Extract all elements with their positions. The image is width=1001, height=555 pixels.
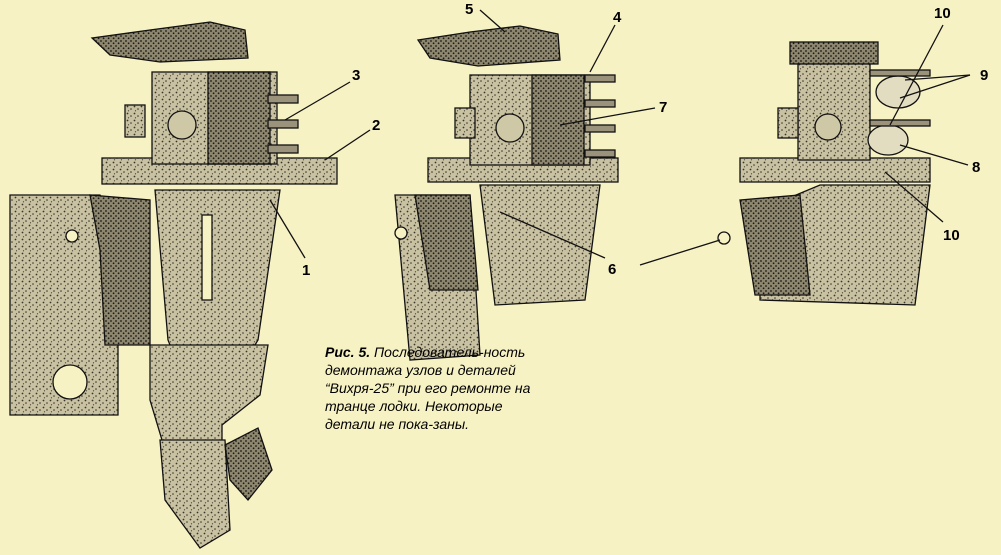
leader-lines [269, 9, 971, 266]
skeg [159, 439, 231, 549]
callout-7: 7 [659, 99, 667, 116]
callout-8: 8 [972, 159, 980, 176]
flywheel-top [789, 41, 879, 65]
carburetor [495, 113, 525, 143]
clamp-bracket [414, 194, 479, 291]
callout-labels: 1 2 3 4 5 6 7 8 9 10 10 [302, 1, 988, 279]
clamp-screw [717, 231, 731, 245]
callout-10-top: 10 [934, 5, 951, 22]
callout-2: 2 [372, 117, 380, 134]
caption-text: Последователь-ность демонтажа узлов и де… [325, 344, 531, 432]
carburetor [814, 113, 842, 141]
cylinder-block [207, 71, 271, 165]
callout-4: 4 [613, 9, 622, 26]
carburetor [167, 110, 197, 140]
mounting-plate [739, 157, 931, 183]
clamp-screw [65, 229, 79, 243]
callout-3: 3 [352, 67, 360, 84]
engine-partial [394, 25, 619, 361]
figure-caption: Рис. 5. Последователь-ность демонтажа уз… [325, 343, 540, 433]
clamp-bracket [739, 194, 811, 296]
transom-hole [52, 364, 88, 400]
engine-full [9, 21, 338, 549]
callout-1: 1 [302, 262, 310, 279]
clamp-bracket [89, 194, 151, 346]
propeller [224, 427, 273, 502]
piston-lower [867, 124, 909, 156]
flywheel-cover [416, 25, 561, 67]
callout-10-bottom: 10 [943, 227, 960, 244]
cylinder-block [531, 74, 585, 166]
callout-5: 5 [465, 1, 473, 18]
callout-9: 9 [980, 67, 988, 84]
engine-disassembled [717, 41, 931, 306]
caption-label: Рис. 5. [325, 344, 371, 360]
callout-6: 6 [608, 261, 616, 278]
shaft-housing [479, 184, 601, 306]
clamp-screw [394, 226, 408, 240]
flywheel-cover [90, 21, 249, 63]
shaft-housing [154, 189, 281, 371]
crankcase [797, 59, 871, 161]
